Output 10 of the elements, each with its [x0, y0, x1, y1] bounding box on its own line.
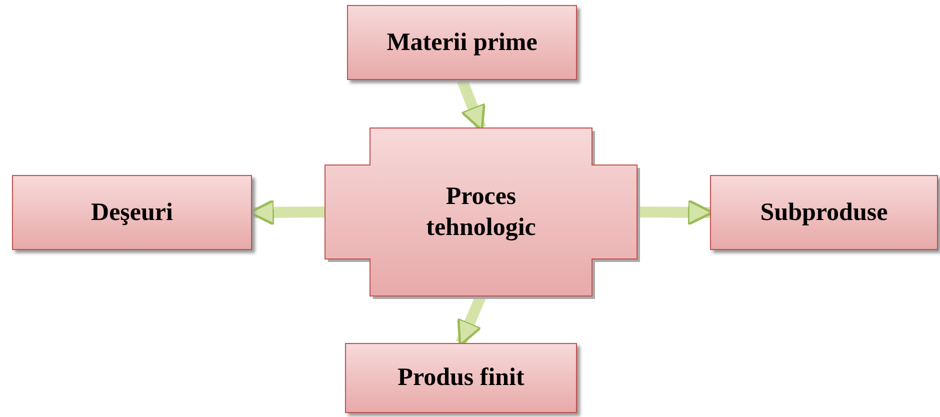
process-box	[710, 175, 938, 250]
box-label: Proces tehnologic	[425, 182, 537, 243]
box-label: Produs finit	[398, 363, 524, 394]
process-box	[345, 343, 577, 413]
process-box	[12, 175, 252, 250]
box-label: Deşeuri	[91, 198, 173, 228]
box-label: Subproduse	[760, 198, 888, 228]
process-box	[347, 5, 577, 80]
box-label: Materii prime	[386, 28, 538, 58]
cross-shaped-process-box	[325, 128, 637, 296]
